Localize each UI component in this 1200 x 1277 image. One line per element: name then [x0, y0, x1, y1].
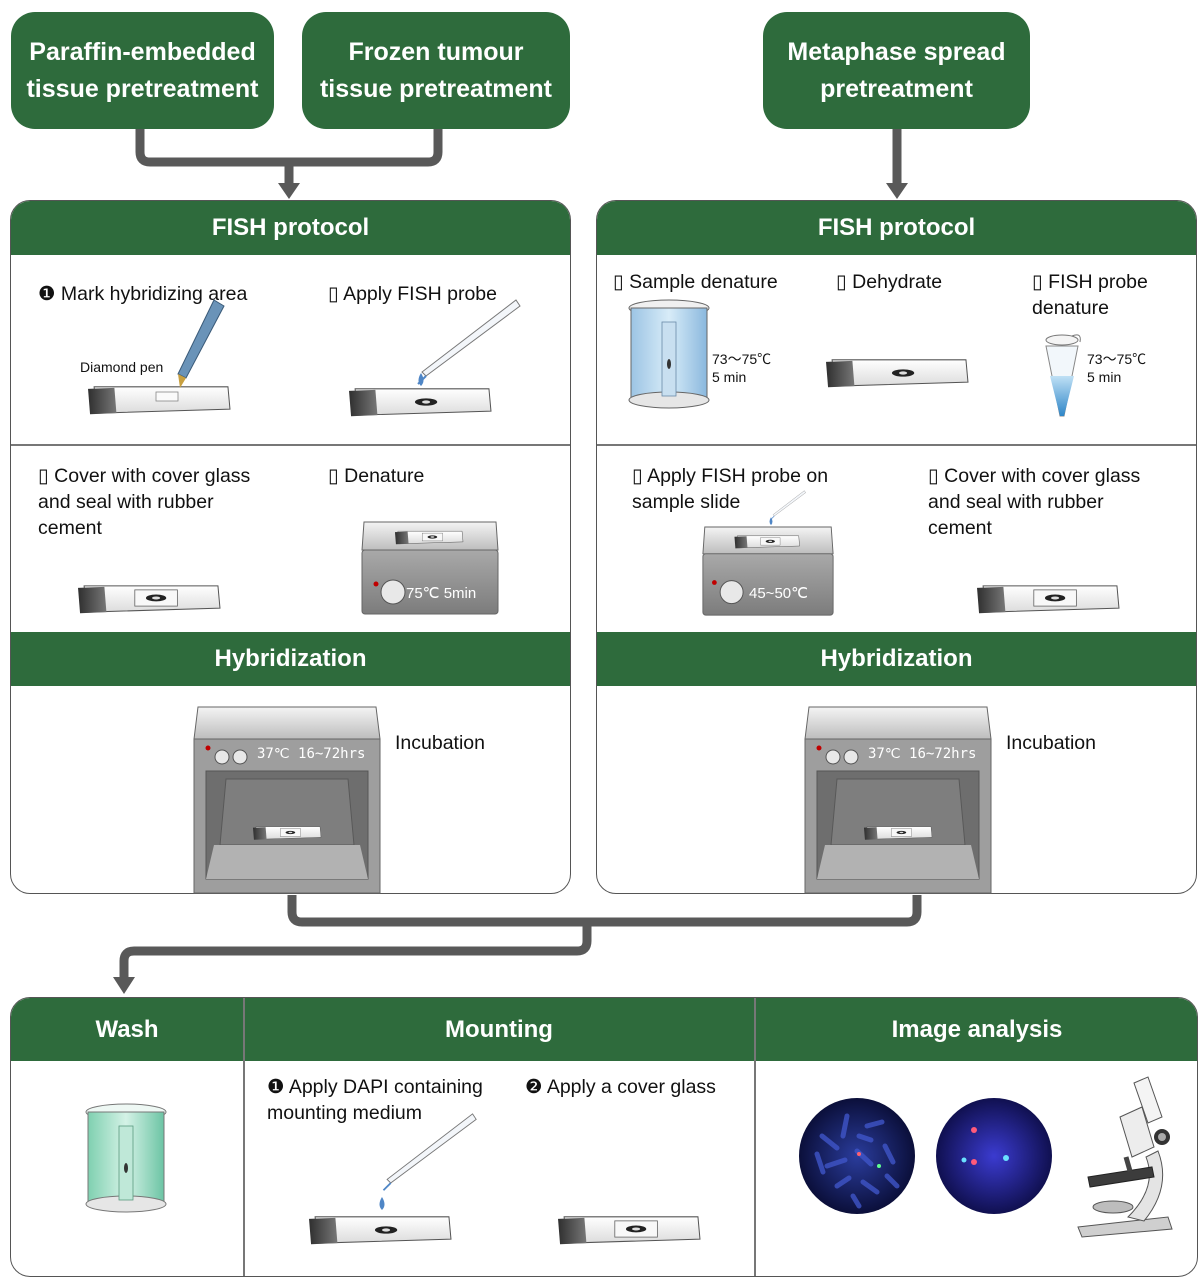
step-bullet: ▯ — [38, 465, 49, 487]
dapi-drop-icon — [379, 1197, 385, 1210]
frozen-label-line1: Frozen tumour — [348, 37, 524, 66]
wash-jar — [85, 1103, 167, 1213]
covered-slide — [77, 585, 221, 614]
probe-drop-icon — [769, 517, 773, 526]
metaphase-label-line2: pretreatment — [820, 74, 973, 103]
diamond-pen-label: Diamond pen — [80, 359, 164, 375]
step-text: Apply DAPI containing mounting medium — [267, 1076, 483, 1124]
right-step2-label: ▯ Dehydrate — [836, 269, 942, 295]
step-text: Cover with cover glass and seal with rub… — [38, 465, 251, 539]
left-step3-label: ▯ Cover with cover glass and seal with r… — [38, 463, 250, 541]
step-text: FISH probe denature — [1032, 271, 1148, 319]
step-bullet: ❶ — [38, 283, 56, 305]
left-step4-label: ▯ Denature — [328, 463, 424, 489]
step-text: Dehydrate — [852, 271, 943, 293]
step-bullet: ❶ — [267, 1076, 285, 1098]
covered-slide — [976, 585, 1120, 614]
right-incubation-label: Incubation — [1006, 732, 1096, 754]
step-bullet: ▯ — [328, 283, 339, 305]
step-text: Mark hybridizing area — [60, 283, 248, 305]
step-text: Apply FISH probe on sample slide — [632, 465, 829, 513]
frozen-label-line2: tissue pretreatment — [319, 74, 553, 103]
mount-step1-label: ❶ Apply DAPI containing mounting medium — [267, 1074, 483, 1126]
slide-with-diamond-pen — [87, 299, 231, 415]
mounting-slide — [308, 1216, 452, 1245]
right-step5-label: ▯ Cover with cover glass and seal with r… — [928, 463, 1140, 541]
mounting-header: Mounting — [445, 1015, 553, 1043]
denature-plate-display: 75℃ 5min — [406, 585, 477, 602]
step-text: Denature — [344, 465, 425, 487]
paraffin-label-line2: tissue pretreatment — [26, 74, 259, 103]
image-analysis-header: Image analysis — [891, 1015, 1063, 1043]
microscope-icon — [1077, 1076, 1173, 1238]
mount-step2-label: ❷ Apply a cover glass — [525, 1074, 716, 1100]
arrowhead — [278, 183, 300, 199]
divider — [243, 998, 245, 1276]
step-bullet: ▯ — [836, 271, 847, 293]
divider — [754, 998, 756, 1276]
right-step3-label: ▯ FISH probe denature — [1032, 269, 1148, 321]
pipette-icon — [382, 1112, 478, 1192]
right-oven-display: 37℃ 16~72hrs — [868, 746, 977, 762]
mid-merge-connector — [287, 895, 922, 927]
cover-glass-slide — [557, 1216, 701, 1245]
probe-tube-icon — [1045, 334, 1081, 417]
heating-plate — [702, 526, 834, 616]
step-bullet: ▯ — [928, 465, 939, 487]
heating-plate — [361, 521, 499, 615]
step-text: Cover with cover glass and seal with rub… — [928, 465, 1141, 539]
right-hybridization-header: Hybridization — [597, 632, 1196, 686]
probe-denature-condition: 73～75℃ 5 min — [1087, 351, 1147, 385]
left-oven-display: 37℃ 16~72hrs — [257, 746, 366, 762]
probe-drop-icon — [418, 373, 424, 386]
step-text: Apply FISH probe — [343, 283, 497, 305]
sample-denature-condition: 73～75℃ 5 min — [712, 351, 772, 385]
paraffin-pretreatment-box: Paraffin-embedded tissue pretreatment — [11, 12, 274, 129]
arrowhead — [886, 183, 908, 199]
step-bullet: ▯ — [328, 465, 339, 487]
step-bullet: ▯ — [1032, 271, 1043, 293]
apply-probe-plate-display: 45~50℃ — [749, 585, 808, 602]
step-bullet: ▯ — [613, 271, 624, 293]
pipette-icon — [417, 299, 521, 385]
paraffin-label-line1: Paraffin-embedded — [29, 37, 256, 66]
metaphase-label-line1: Metaphase spread — [787, 37, 1006, 66]
step-text: Sample denature — [629, 271, 778, 293]
left-hybridization-header: Hybridization — [11, 632, 570, 686]
pipette-icon — [771, 490, 807, 520]
diamond-pen-icon — [177, 299, 225, 388]
bottom-header-band — [11, 998, 1197, 1061]
right-step1-label: ▯ Sample denature — [613, 269, 778, 295]
left-step1-label: ❶ Mark hybridizing area — [38, 281, 247, 307]
left-step2-label: ▯ Apply FISH probe — [328, 281, 497, 307]
right-fish-protocol-header: FISH protocol — [597, 201, 1196, 255]
step-text: Apply a cover glass — [546, 1076, 716, 1098]
metaphase-fish-image — [799, 1098, 915, 1214]
arrowhead — [113, 977, 135, 994]
frozen-pretreatment-box: Frozen tumour tissue pretreatment — [302, 12, 570, 129]
dehydrate-slide — [825, 359, 969, 388]
metaphase-pretreatment-box: Metaphase spread pretreatment — [763, 12, 1030, 129]
wash-header: Wash — [95, 1015, 159, 1043]
incubation-oven — [193, 706, 381, 894]
left-incubation-label: Incubation — [395, 732, 485, 754]
interphase-fish-image — [936, 1098, 1052, 1214]
right-step4-label: ▯ Apply FISH probe on sample slide — [632, 463, 828, 515]
mid-down-connector — [119, 922, 592, 980]
labelled-slide — [348, 388, 492, 417]
divider — [597, 444, 1196, 446]
top-left-merge-connector — [135, 129, 443, 167]
divider — [11, 444, 570, 446]
left-fish-protocol-header: FISH protocol — [11, 201, 570, 255]
incubation-oven — [804, 706, 992, 894]
step-bullet: ▯ — [632, 465, 643, 487]
sample-denature-jar — [628, 299, 710, 409]
step-bullet: ❷ — [525, 1076, 543, 1098]
